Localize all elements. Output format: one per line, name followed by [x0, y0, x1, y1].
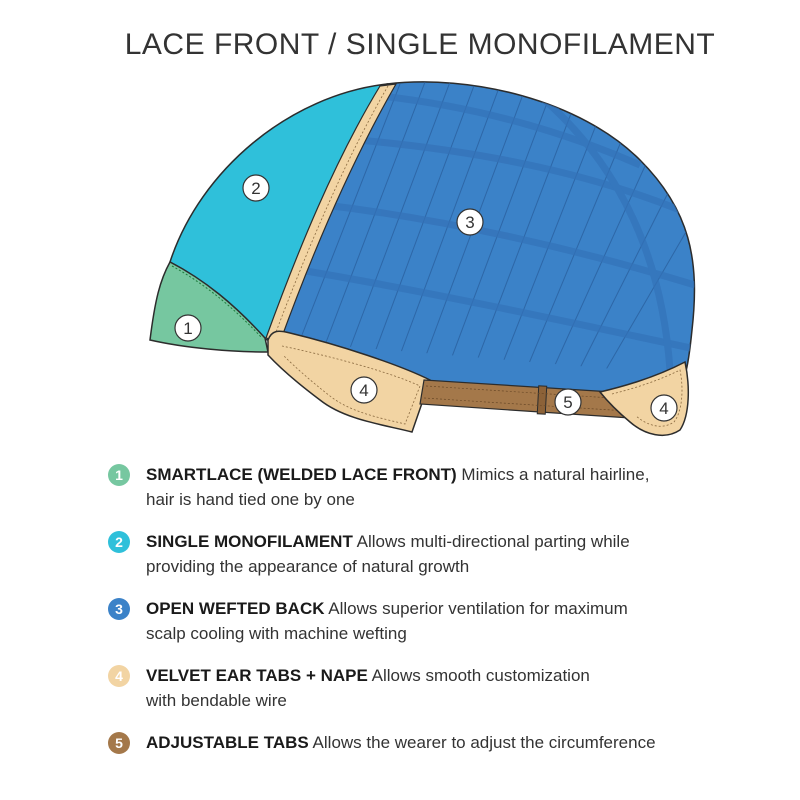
label-3-text: 3	[465, 213, 474, 232]
label-4-left: 4	[350, 376, 378, 404]
label-2: 2	[242, 174, 270, 202]
legend-item-wefted: 3 OPEN WEFTED BACK Allows superior venti…	[108, 596, 768, 646]
legend-item-monofilament: 2 SINGLE MONOFILAMENT Allows multi-direc…	[108, 529, 768, 579]
legend-badge-2: 2	[108, 531, 130, 553]
label-5: 5	[554, 388, 582, 416]
legend-title-4: VELVET EAR TABS + NAPE	[146, 666, 368, 685]
label-1: 1	[174, 314, 202, 342]
legend-desc-1a: Mimics a natural hairline,	[456, 465, 650, 484]
legend-badge-4: 4	[108, 665, 130, 687]
legend-title-3: OPEN WEFTED BACK	[146, 599, 325, 618]
legend-title-1: SMARTLACE (WELDED LACE FRONT)	[146, 465, 457, 484]
legend-badge-1: 1	[108, 464, 130, 486]
legend-desc-4a: Allows smooth customization	[367, 666, 590, 685]
label-4-right: 4	[650, 394, 678, 422]
label-2-text: 2	[251, 179, 260, 198]
legend-desc-5a: Allows the wearer to adjust the circumfe…	[308, 733, 656, 752]
legend-desc-3b: scalp cooling with machine wefting	[146, 624, 407, 643]
legend-desc-3a: Allows superior ventilation for maximum	[324, 599, 628, 618]
label-3: 3	[456, 208, 484, 236]
label-1-text: 1	[183, 319, 192, 338]
legend-badge-3: 3	[108, 598, 130, 620]
legend-title-5: ADJUSTABLE TABS	[146, 733, 309, 752]
legend-desc-2b: providing the appearance of natural grow…	[146, 557, 470, 576]
label-5-text: 5	[563, 393, 572, 412]
label-4-right-text: 4	[659, 399, 668, 418]
legend: 1 SMARTLACE (WELDED LACE FRONT) Mimics a…	[108, 462, 768, 772]
legend-item-adjustable: 5 ADJUSTABLE TABS Allows the wearer to a…	[108, 730, 768, 755]
legend-title-2: SINGLE MONOFILAMENT	[146, 532, 353, 551]
legend-desc-2a: Allows multi-directional parting while	[352, 532, 630, 551]
velvet-ear-tab-left	[267, 330, 431, 433]
legend-item-velvet: 4 VELVET EAR TABS + NAPE Allows smooth c…	[108, 663, 768, 713]
wig-cap-diagram: 1 2 3 4 5 4	[149, 81, 696, 437]
legend-item-smartlace: 1 SMARTLACE (WELDED LACE FRONT) Mimics a…	[108, 462, 768, 512]
legend-badge-5: 5	[108, 732, 130, 754]
legend-desc-4b: with bendable wire	[146, 691, 287, 710]
page-title: LACE FRONT / SINGLE MONOFILAMENT	[124, 28, 716, 61]
label-4-left-text: 4	[359, 381, 368, 400]
legend-desc-1b: hair is hand tied one by one	[146, 490, 355, 509]
